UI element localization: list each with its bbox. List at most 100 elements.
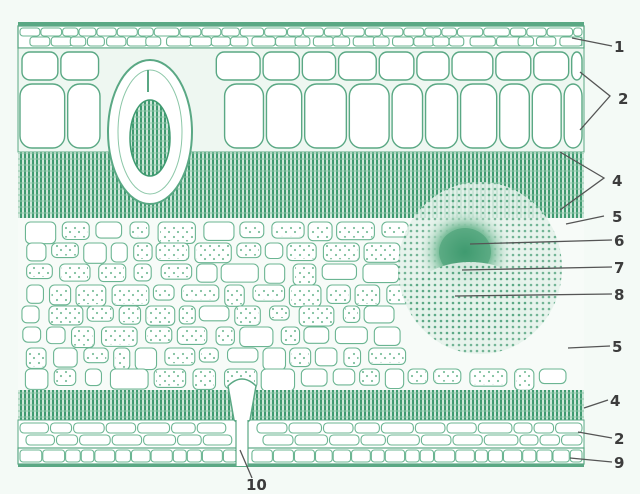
cell bbox=[54, 348, 78, 367]
chloroplast-dots bbox=[136, 266, 149, 279]
cell bbox=[534, 52, 569, 80]
cell bbox=[333, 37, 350, 46]
chloroplast-dots bbox=[274, 224, 302, 236]
chloroplast-dots bbox=[366, 245, 398, 260]
cell bbox=[25, 222, 55, 244]
chloroplast-dots bbox=[201, 350, 216, 360]
chloroplast-dots bbox=[148, 329, 170, 341]
cell bbox=[25, 369, 48, 389]
cell bbox=[223, 450, 236, 462]
chloroplast-dots bbox=[325, 245, 357, 259]
cell bbox=[112, 435, 141, 445]
cell bbox=[447, 423, 476, 433]
callout-6: 6 bbox=[614, 232, 624, 250]
cell bbox=[425, 28, 441, 36]
cell bbox=[95, 450, 115, 462]
cell bbox=[50, 423, 71, 433]
cell bbox=[289, 423, 322, 433]
secretory-cavity bbox=[108, 60, 192, 204]
cell bbox=[294, 450, 314, 462]
chloroplast-dots bbox=[292, 350, 309, 365]
cell bbox=[96, 222, 122, 238]
chloroplast-dots bbox=[62, 266, 88, 279]
cell bbox=[295, 435, 328, 445]
chloroplast-dots bbox=[295, 266, 314, 283]
cell bbox=[178, 435, 202, 445]
cell bbox=[240, 327, 273, 347]
cell bbox=[355, 423, 379, 433]
cell bbox=[518, 37, 533, 46]
cell bbox=[547, 28, 572, 36]
cell bbox=[456, 450, 475, 462]
chloroplast-dots bbox=[283, 329, 297, 343]
cell bbox=[442, 28, 457, 36]
chloroplast-dots bbox=[289, 245, 314, 259]
cell bbox=[363, 264, 399, 283]
cell bbox=[106, 423, 135, 433]
cell bbox=[330, 435, 360, 445]
chloroplast-dots bbox=[64, 224, 87, 238]
cell bbox=[263, 348, 285, 370]
cell bbox=[74, 423, 105, 433]
cell bbox=[333, 369, 355, 385]
cell bbox=[324, 423, 354, 433]
chloroplast-dots bbox=[195, 371, 213, 387]
cell bbox=[556, 423, 582, 433]
chloroplast-dots bbox=[148, 308, 173, 323]
cell bbox=[51, 37, 72, 46]
cell bbox=[342, 28, 364, 36]
chloroplast-dots bbox=[346, 350, 359, 365]
cell bbox=[266, 84, 301, 148]
chloroplast-dots bbox=[116, 350, 128, 368]
cell bbox=[116, 450, 131, 462]
cell bbox=[20, 450, 42, 462]
cell bbox=[265, 243, 283, 258]
chloroplast-dots bbox=[239, 245, 259, 256]
cell bbox=[315, 450, 332, 462]
cell bbox=[66, 450, 81, 462]
cell bbox=[537, 450, 552, 462]
cell bbox=[382, 28, 403, 36]
cell bbox=[381, 423, 413, 433]
callout-10: 10 bbox=[246, 476, 267, 494]
callout-7: 7 bbox=[614, 259, 624, 277]
cell bbox=[180, 28, 201, 36]
cell bbox=[304, 327, 329, 343]
chloroplast-dots bbox=[227, 287, 243, 304]
chloroplast-dots bbox=[114, 287, 147, 303]
chloroplast-dots bbox=[310, 224, 330, 239]
chloroplast-dots bbox=[197, 245, 229, 261]
cell bbox=[364, 306, 394, 323]
chloroplast-dots bbox=[237, 308, 259, 323]
chloroplast-dots bbox=[255, 287, 283, 299]
cell bbox=[202, 450, 222, 462]
cell bbox=[43, 450, 65, 462]
chloroplast-dots bbox=[29, 266, 51, 277]
cell bbox=[47, 327, 65, 344]
chloroplast-dots bbox=[472, 371, 505, 384]
cell bbox=[197, 264, 217, 282]
cell bbox=[222, 28, 239, 36]
callout-5-bottom: 5 bbox=[612, 338, 622, 356]
cell bbox=[26, 435, 54, 445]
cell bbox=[146, 37, 161, 46]
cell bbox=[488, 450, 502, 462]
cell bbox=[173, 450, 186, 462]
cell bbox=[365, 28, 381, 36]
cell bbox=[421, 435, 451, 445]
chloroplast-dots bbox=[78, 287, 104, 304]
cell bbox=[353, 37, 375, 46]
cell bbox=[30, 37, 50, 46]
cell bbox=[225, 84, 264, 148]
cell bbox=[276, 37, 298, 46]
cell bbox=[510, 28, 525, 36]
chloroplast-dots bbox=[86, 350, 106, 361]
cell bbox=[202, 28, 221, 36]
chloroplast-dots bbox=[28, 350, 44, 366]
chloroplast-dots bbox=[121, 308, 138, 322]
cell bbox=[333, 450, 350, 462]
cell bbox=[374, 327, 400, 345]
callout-1: 1 bbox=[614, 38, 624, 56]
cell bbox=[352, 450, 371, 462]
